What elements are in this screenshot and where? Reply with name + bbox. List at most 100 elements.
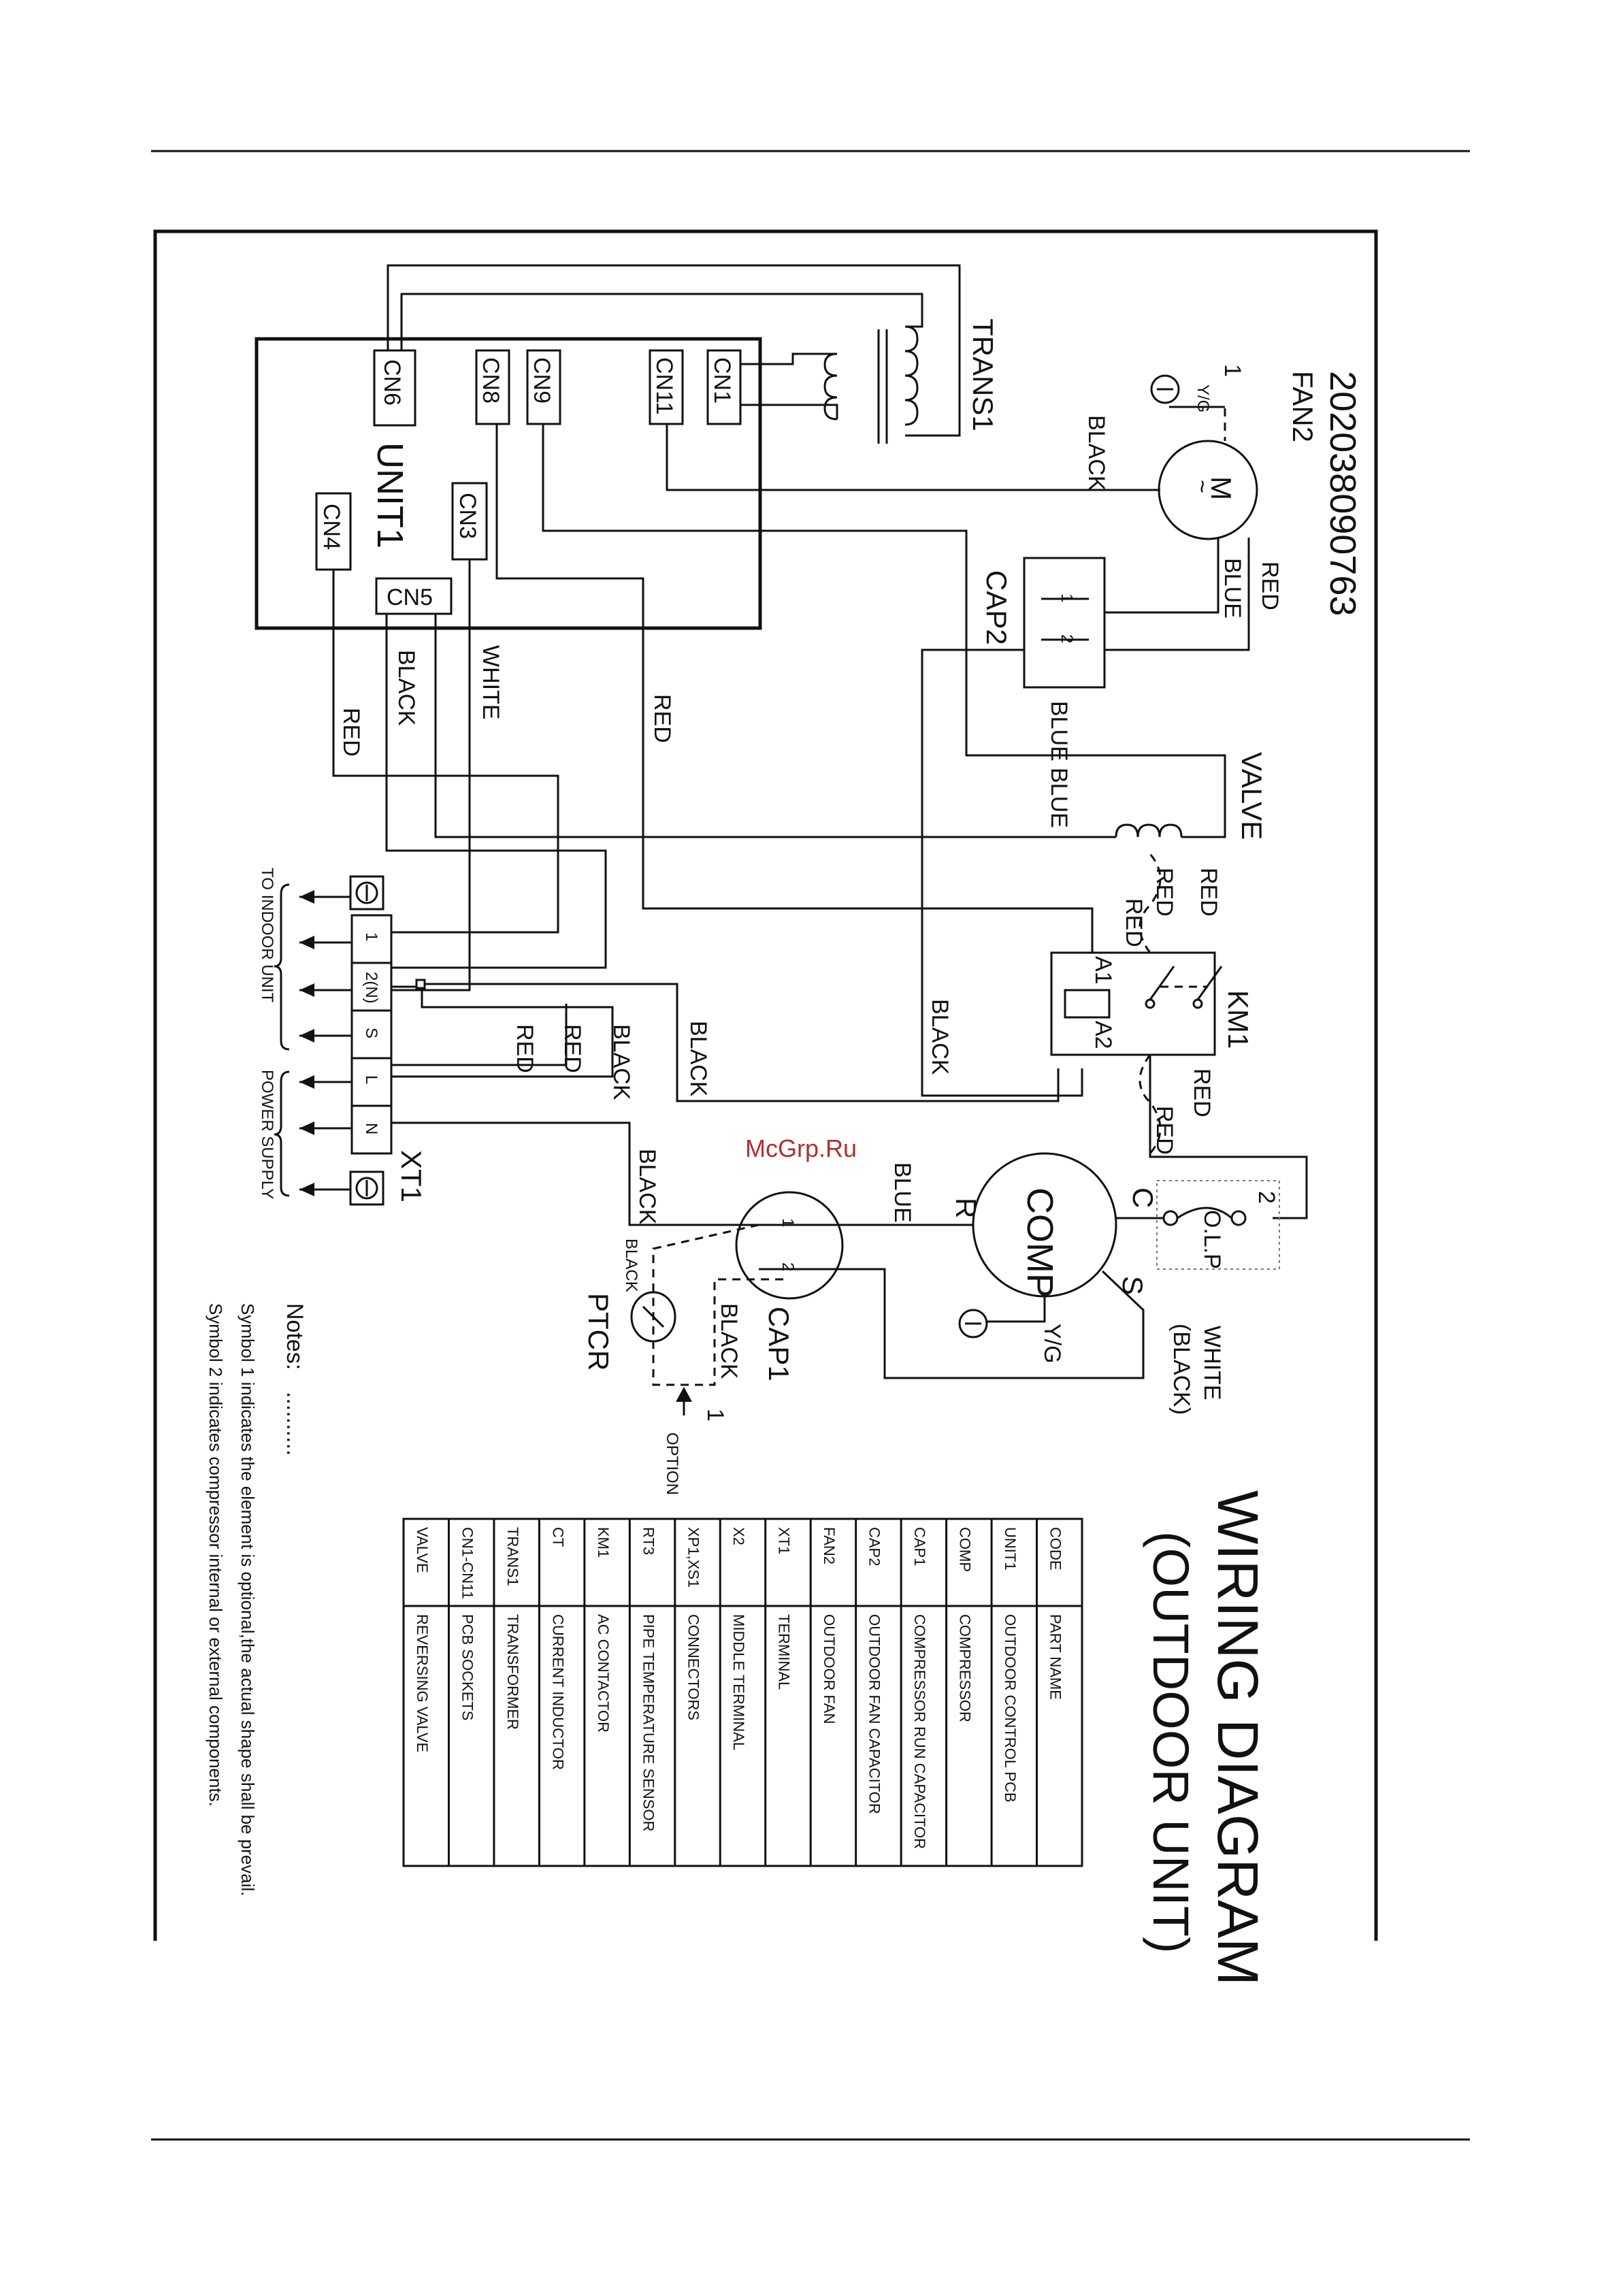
km1-red-5: RED (1151, 1106, 1177, 1155)
parts-table-code: UNIT1 (1002, 1527, 1019, 1571)
wire-terminal-l-black (391, 988, 614, 1078)
terminal-n: N (362, 1123, 380, 1134)
ground-icon-bottom (355, 1177, 378, 1200)
parts-table-name: CURRENT INDUCTOR (549, 1614, 566, 1770)
wire-km1-olp (1149, 1055, 1308, 1219)
watermark: McGrp.Ru (745, 1134, 857, 1162)
wire-comp-s-cap1 (840, 1268, 1145, 1379)
wire-cn8-km1-red (495, 424, 1094, 953)
label-blue-1: BLUE (1046, 701, 1072, 761)
parts-table-name: REVERSING VALVE (414, 1614, 431, 1752)
label-km1-black: BLACK (685, 1021, 711, 1097)
wire-cn9-valve-blue (542, 424, 1226, 827)
fan2-label: FAN2 (1287, 371, 1319, 442)
wire-cn11-fan-black (666, 424, 1160, 491)
km1-red-4: RED (1189, 1068, 1215, 1117)
olp-terminal-a (1230, 1210, 1247, 1226)
diagram-subtitle: (OUTDOOR UNIT) (1143, 1531, 1199, 1954)
notes-heading: Notes: (282, 1303, 308, 1370)
unit1-pcb-box (255, 337, 762, 630)
parts-table-code: CODE (1047, 1527, 1064, 1571)
wire-comp-ground (985, 1296, 1046, 1323)
fan-ground-icon (1150, 374, 1180, 404)
ptcr-slash (642, 1305, 665, 1328)
cn4-connector (315, 492, 352, 571)
cn4-label: CN4 (318, 504, 344, 550)
trans1-label: TRANS1 (967, 318, 999, 431)
terminal-l: L (362, 1075, 380, 1084)
wire-cn1-trans-a (740, 352, 837, 365)
km1-dashed-red-bottom (1139, 1054, 1162, 1154)
label-fan-blue: BLUE (1219, 558, 1245, 619)
option-symbol1: 1 (702, 1409, 728, 1422)
ptcr-black-2: BLACK (716, 1303, 742, 1379)
fan-m-symbol: M (1205, 476, 1237, 500)
wire-cn6-trans-a (387, 264, 961, 437)
terminal-1: 1 (362, 932, 380, 941)
parts-table-code: CAP1 (911, 1527, 928, 1566)
wire-valve-right (1181, 827, 1226, 838)
label-l-red-2: RED (512, 1024, 538, 1073)
parts-table-code: TRANS1 (504, 1527, 521, 1586)
comp-r-label: R (950, 1198, 982, 1218)
parts-table-code: CN1-CN11 (459, 1527, 476, 1599)
terminal-arrows (299, 890, 352, 1196)
cap1-pin1: 1 (779, 1218, 797, 1227)
brace-power (274, 1070, 290, 1197)
parts-table-name: OUTDOOR CONTROL PCB (1002, 1614, 1019, 1803)
label-fan-black: BLACK (1083, 415, 1109, 491)
ptcr-dashed-wire (652, 1224, 789, 1386)
label-fan-red: RED (1257, 561, 1283, 610)
xt1-label: XT1 (395, 1150, 427, 1202)
cn9-label: CN9 (529, 357, 555, 404)
diagram-title: WIRING DIAGRAM (1206, 1490, 1270, 1986)
parts-table-code: COMP (957, 1527, 974, 1572)
xt1-terminal-block (350, 914, 393, 1155)
parts-table-name: COMPRESSOR (957, 1614, 974, 1722)
parts-table-name: TERMINAL (776, 1614, 793, 1690)
parts-table-code: CT (549, 1527, 566, 1547)
label-cn8-red: RED (649, 694, 675, 743)
wire-cn6-trans-b (400, 293, 923, 350)
unit1-label: UNIT1 (370, 442, 410, 548)
wire-cap2-km1-black (921, 649, 1083, 1097)
km1-red-1: RED (1196, 868, 1222, 917)
km1-label: KM1 (1222, 990, 1254, 1049)
label-cn4-red: RED (338, 708, 364, 757)
label-s-black: (BLACK) (1168, 1324, 1194, 1415)
wire-fan-red (1068, 538, 1250, 651)
km1-switch-a (1149, 966, 1175, 1000)
parts-table-frame (402, 1518, 1083, 1867)
label-comp-blue: BLUE (889, 1162, 915, 1223)
cap2-label: CAP2 (981, 570, 1013, 645)
olp-bimetal (1177, 1207, 1232, 1219)
parts-table-name: PART NAME (1047, 1614, 1064, 1700)
cap1-capacitor (735, 1191, 844, 1300)
label-s-white: WHITE (1199, 1326, 1225, 1400)
parts-table-name: COMPRESSOR RUN CAPACITOR (911, 1614, 928, 1849)
fan-yg: Y/G (1194, 384, 1212, 412)
ground-icon-top (355, 881, 378, 904)
parts-table-code: CAP2 (866, 1527, 883, 1566)
terminal-2n: 2(N) (362, 972, 380, 1004)
label-cap2-black: BLACK (927, 999, 953, 1075)
parts-table-name: PIPE TEMPERATURE SENSOR (640, 1614, 657, 1831)
wire-terminal-l-red (391, 1004, 568, 1066)
cap2-pin2: 2 (1058, 634, 1076, 643)
cn5-label: CN5 (387, 585, 433, 610)
label-blue-2: BLUE (1046, 768, 1072, 828)
option-label: OPTION (663, 1432, 681, 1495)
cn6-label: CN6 (379, 359, 405, 406)
cn9-connector (526, 349, 561, 425)
fan-symbol1: 1 (1219, 364, 1245, 377)
x2-middle-terminal (415, 979, 426, 989)
cn8-connector (475, 349, 510, 425)
parts-table-name: CONNECTORS (685, 1614, 702, 1720)
label-cn5-black: BLACK (393, 650, 419, 726)
wire-cn4-red (332, 570, 559, 934)
valve-coil (1115, 823, 1183, 838)
parts-table-code: X2 (730, 1527, 747, 1545)
comp-s-label: S (1117, 1276, 1149, 1295)
parts-table-name: TRANSFORMER (504, 1614, 521, 1730)
olp-symbol2: 2 (1254, 1191, 1279, 1204)
